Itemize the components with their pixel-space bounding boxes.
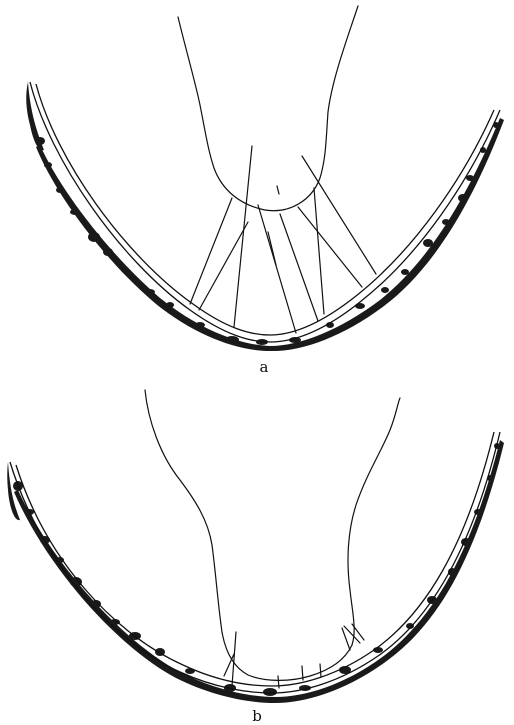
panel-a-fibres — [190, 146, 376, 333]
panel-b-outer-crust — [7, 440, 504, 703]
panel-b-wall-inner — [16, 432, 494, 686]
panel-b: b — [7, 390, 504, 725]
panel-a-lobe — [178, 6, 358, 211]
panel-b-label: b — [252, 707, 262, 725]
panel-a-wall-outer — [30, 82, 500, 342]
panel-a: a — [26, 6, 504, 376]
panel-a-label: a — [260, 358, 269, 376]
panel-b-fibres — [224, 624, 364, 688]
panel-b-wall-outer — [10, 432, 500, 693]
